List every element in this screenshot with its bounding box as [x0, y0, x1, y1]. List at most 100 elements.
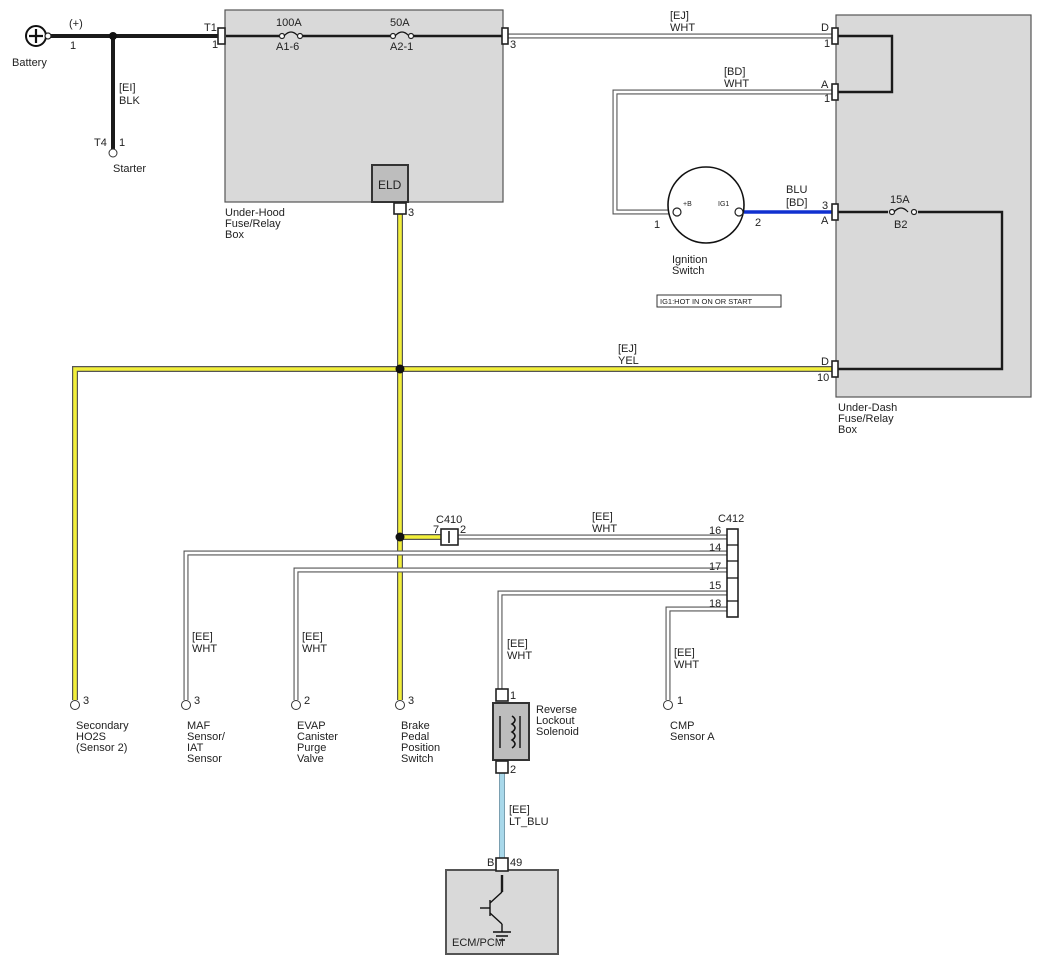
under-dash-d10-pin: 10 — [817, 372, 829, 384]
ignition-pin-ig1-icon — [734, 207, 744, 217]
cmp-pin: 1 — [677, 695, 683, 707]
ee-wht-c410-color: WHT — [592, 523, 617, 535]
maf-iat-pin: 3 — [194, 695, 200, 707]
cmp-label-1: CMP — [670, 720, 694, 732]
under-dash-label-2: Fuse/Relay — [838, 413, 894, 425]
cmp-label-2: Sensor A — [670, 731, 715, 743]
ej-wht-code: [EJ] — [670, 10, 689, 22]
fuse-50a-icon — [389, 31, 415, 40]
ej-yel-code: [EJ] — [618, 343, 637, 355]
ee-wht-maf-code: [EE] — [192, 631, 213, 643]
ee-wht-cmp-color: WHT — [674, 659, 699, 671]
under-hood-t1-connector — [217, 27, 226, 45]
fuse-50a-rating: 50A — [390, 17, 410, 29]
ecm-label: ECM/PCM — [452, 937, 504, 949]
eld-pin: 3 — [408, 207, 414, 219]
c410-pin-right: 2 — [460, 524, 466, 536]
eld-module — [371, 164, 409, 203]
ee-ltblu-code: [EE] — [509, 804, 530, 816]
solenoid-label-2: Lockout — [536, 715, 575, 727]
evap-terminal-icon — [291, 700, 301, 710]
ee-wht-solenoid-code: [EE] — [507, 638, 528, 650]
battery-label: Battery — [12, 57, 47, 69]
ee-wht-solenoid-color: WHT — [507, 650, 532, 662]
maf-iat-label-4: Sensor — [187, 753, 222, 765]
white-wires — [183, 33, 832, 700]
starter-pin: 1 — [119, 137, 125, 149]
c412-pin-16: 16 — [709, 525, 721, 537]
fuse-15a-id: B2 — [894, 219, 907, 231]
solenoid-label-3: Solenoid — [536, 726, 579, 738]
maf-iat-label-3: IAT — [187, 742, 204, 754]
under-dash-d10-connector — [831, 360, 839, 378]
ee-wht-evap-code: [EE] — [302, 631, 323, 643]
fuse-15a-icon — [888, 207, 918, 216]
under-dash-a3-pin: 3 — [822, 200, 828, 212]
secondary-ho2s-label-3: (Sensor 2) — [76, 742, 127, 754]
under-dash-label-1: Under-Dash — [838, 402, 897, 414]
ee-ltblu-color: LT_BLU — [509, 816, 549, 828]
cmp-terminal-icon — [663, 700, 673, 710]
under-dash-a1-pin: 1 — [824, 93, 830, 105]
under-hood-label-3: Box — [225, 229, 244, 241]
under-hood-label-2: Fuse/Relay — [225, 218, 281, 230]
eld-pin-connector — [393, 202, 407, 215]
battery-symbol — [25, 25, 52, 47]
maf-iat-label-2: Sensor/ — [187, 731, 226, 743]
c412-pin-14: 14 — [709, 542, 721, 554]
ignition-pin-1: 1 — [654, 219, 660, 231]
under-dash-d1-pin: 1 — [824, 38, 830, 50]
ignition-pin-b-label: +B — [683, 201, 692, 208]
bd-wht-color: WHT — [724, 78, 749, 90]
under-dash-a3-connector — [831, 203, 839, 221]
ignition-pin-b-icon — [672, 207, 682, 217]
solenoid-label-1: Reverse — [536, 704, 577, 716]
under-dash-a3-letter: A — [821, 215, 829, 227]
splice-yellow-main — [395, 364, 405, 374]
maf-iat-terminal-icon — [181, 700, 191, 710]
splice-yellow-c410 — [395, 532, 405, 542]
fuse-100a-rating: 100A — [276, 17, 302, 29]
c412-connector — [726, 528, 739, 618]
under-dash-a1-letter: A — [821, 79, 829, 91]
battery-pin: 1 — [70, 40, 76, 52]
ecm-conn-letter: B — [487, 857, 494, 869]
under-hood-pin3-connector — [501, 27, 509, 45]
black-wires — [47, 34, 1004, 892]
ee-wht-maf-color: WHT — [192, 643, 217, 655]
fuse-50a-id: A2-1 — [390, 41, 413, 53]
under-dash-a1-connector — [831, 83, 839, 101]
c410-label: C410 — [436, 514, 462, 526]
brake-pedal-label-4: Switch — [401, 753, 433, 765]
evap-pin: 2 — [304, 695, 310, 707]
ee-wht-cmp-code: [EE] — [674, 647, 695, 659]
secondary-ho2s-label-2: HO2S — [76, 731, 106, 743]
ignition-note-box — [656, 294, 782, 308]
bd-wht-code: [BD] — [724, 66, 745, 78]
ignition-note: IG1:HOT IN ON OR START — [660, 297, 753, 306]
transistor-icon — [480, 891, 511, 941]
secondary-ho2s-pin: 3 — [83, 695, 89, 707]
yellow-wires — [72, 212, 832, 700]
blu-wire-code: [BD] — [786, 197, 807, 209]
under-dash-d10-letter: D — [821, 356, 829, 368]
ecm-connector — [495, 857, 509, 872]
under-dash-d1-connector — [831, 27, 839, 45]
evap-label-4: Valve — [297, 753, 324, 765]
ignition-pin-ig1-label: IG1 — [718, 201, 729, 208]
under-hood-t1-label: T1 — [204, 22, 217, 34]
solenoid-pin-1: 1 — [510, 690, 516, 702]
splice-starter — [109, 32, 117, 40]
secondary-ho2s-terminal-icon — [70, 700, 80, 710]
brake-pedal-label-1: Brake — [401, 720, 430, 732]
starter-wire-color: BLK — [119, 95, 140, 107]
c410-pin-left: 7 — [433, 524, 439, 536]
under-hood-pin3-label: 3 — [510, 39, 516, 51]
evap-label-3: Purge — [297, 742, 326, 754]
c412-pin-17: 17 — [709, 561, 721, 573]
under-dash-d1-letter: D — [821, 22, 829, 34]
ecm-pin: 49 — [510, 857, 522, 869]
brake-pedal-label-2: Pedal — [401, 731, 429, 743]
starter-label: Starter — [113, 163, 146, 175]
